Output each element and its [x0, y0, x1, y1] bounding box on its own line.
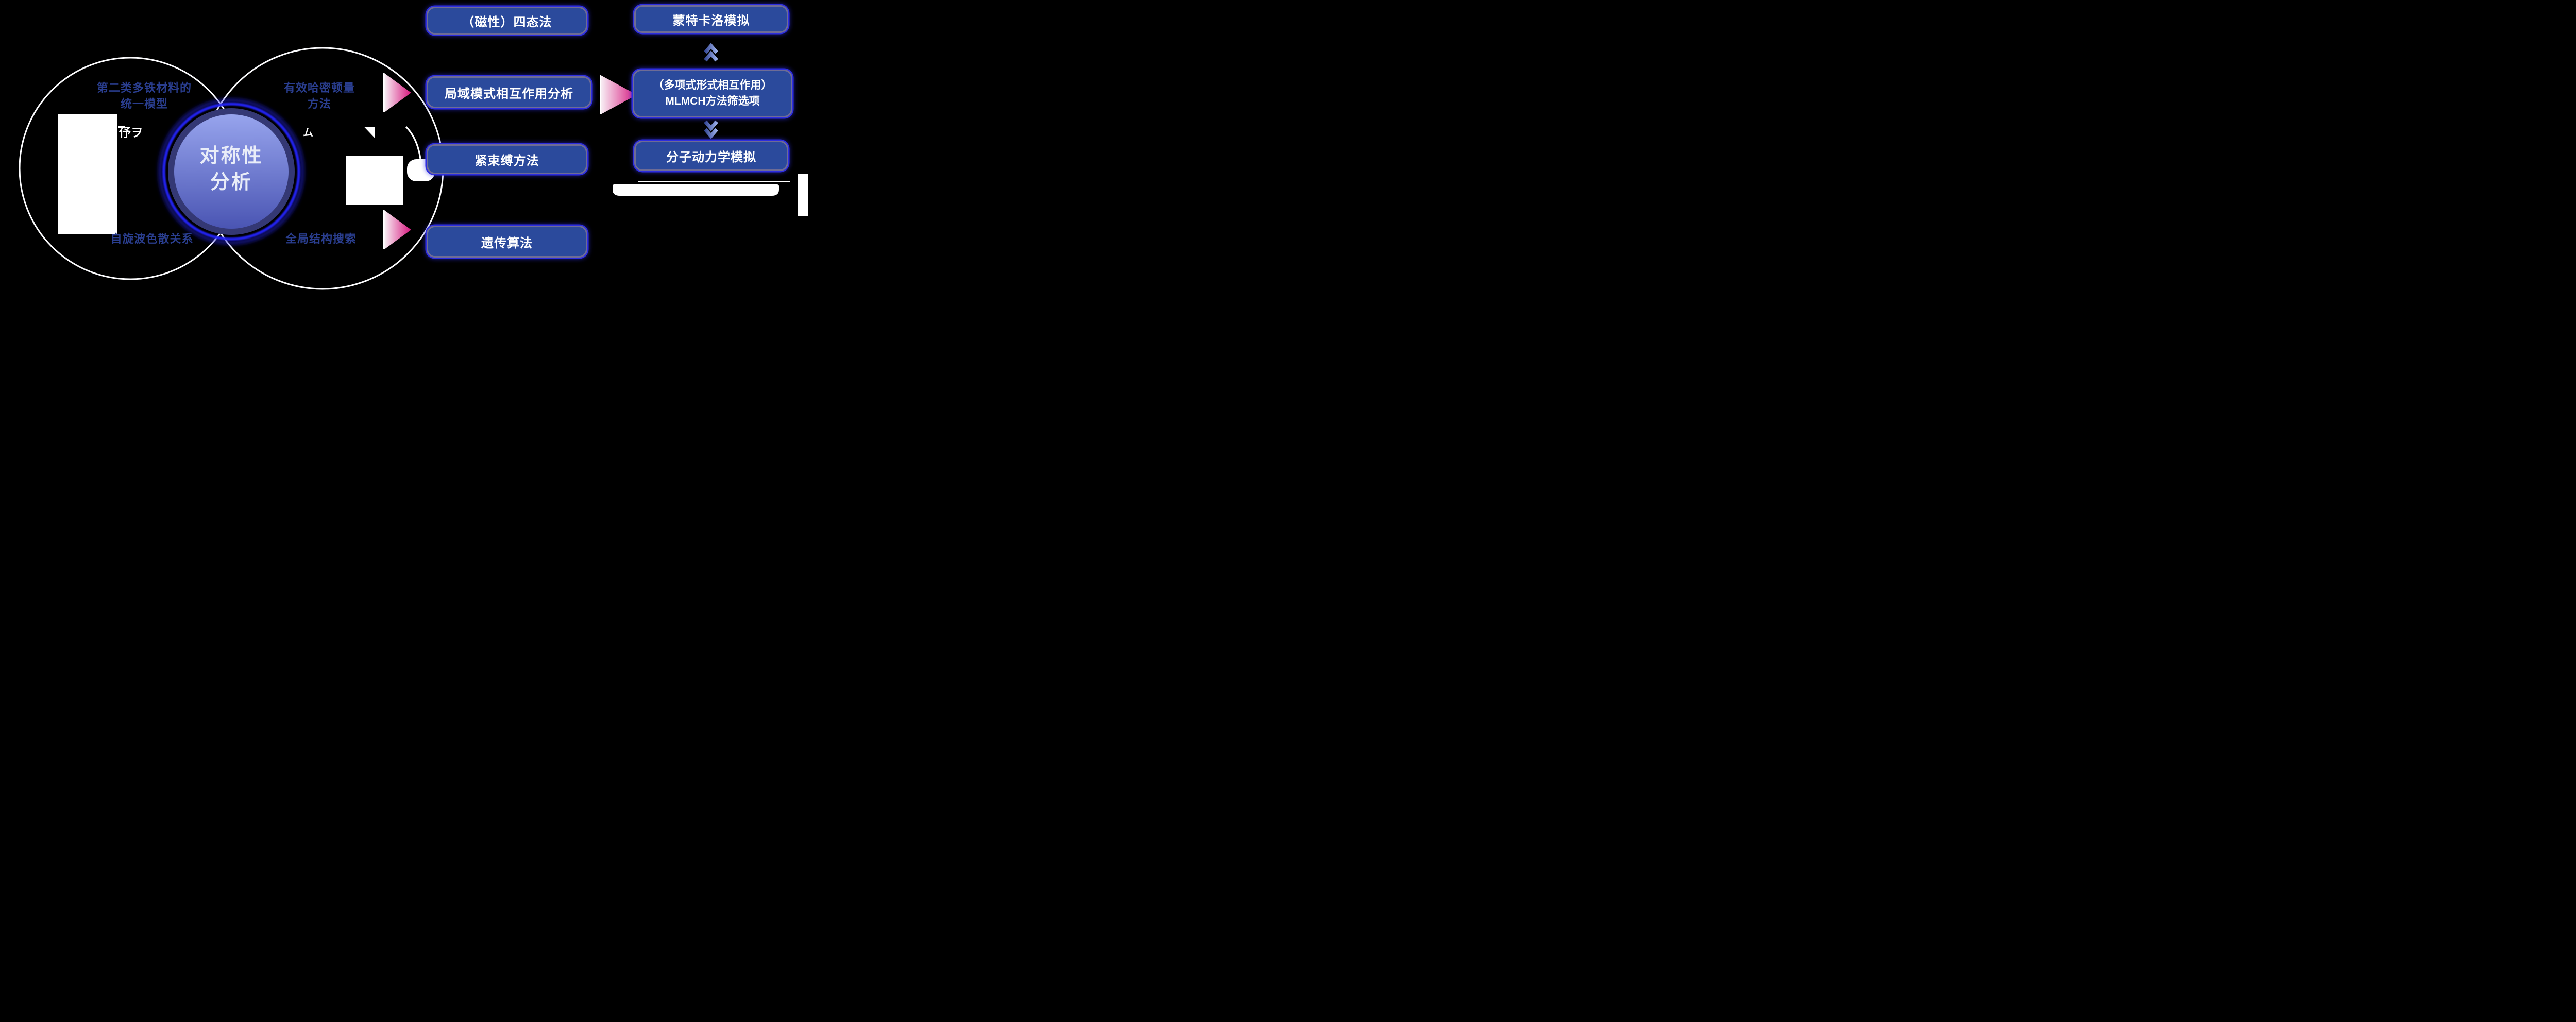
center-circle-ring — [162, 103, 300, 241]
box-mlmch-text: （多项式形式相互作用） MLMCH方法筛选项 — [653, 78, 772, 109]
box-molecular-dynamics-simulation: 分子动力学模拟 — [634, 141, 788, 171]
extra-arc-fragment — [405, 126, 421, 159]
label-line: 有效哈密顿量 — [283, 81, 355, 94]
white-bottom-bar — [613, 184, 779, 196]
label-line: （多项式形式相互作用） — [653, 79, 772, 92]
label-line: 方法 — [307, 97, 331, 110]
white-block-left — [58, 114, 117, 234]
arrow-right-icon — [600, 75, 637, 114]
label-line: MLMCH方法筛选项 — [665, 95, 760, 107]
box-monte-carlo-simulation: 蒙特卡洛模拟 — [634, 5, 788, 33]
white-edge-sliver — [798, 174, 808, 216]
box-mlmch-screening: （多项式形式相互作用） MLMCH方法筛选项 — [633, 70, 792, 117]
box-genetic-algorithm: 遗传算法 — [427, 226, 587, 258]
white-fragment-glyph: ム — [303, 127, 313, 139]
white-fragment-glyphs: 伃ヲ — [119, 126, 143, 139]
white-fragment-bar — [118, 126, 125, 128]
label-symmetry-analysis: 对称性 分析 — [172, 143, 291, 196]
center-circle-outer-glow — [158, 98, 305, 245]
slide-canvas: 第二类多铁材料的 统一模型 有效哈密顿量 方法 自旋波色散关系 全局结构搜索 对… — [0, 0, 808, 314]
label-spin-wave-dispersion: 自旋波色散关系 — [110, 232, 194, 245]
double-chevron-down-icon — [704, 120, 718, 139]
label-unified-model: 第二类多铁材料的 统一模型 — [57, 80, 232, 112]
box-magnetic-four-state-method: （磁性）四态法 — [427, 7, 587, 35]
box-tight-binding-method: 紧束缚方法 — [427, 144, 587, 174]
arrow-right-icon — [383, 73, 411, 112]
label-effective-hamiltonian: 有效哈密顿量 方法 — [258, 80, 381, 112]
label-line: 第二类多铁材料的 — [96, 81, 192, 94]
center-circle-disc — [174, 114, 289, 229]
diagram-background-svg — [19, 43, 808, 290]
white-wedge — [364, 127, 375, 138]
label-line: 对称性 — [199, 145, 263, 167]
white-block-middle — [346, 156, 403, 205]
double-chevron-up-icon — [704, 43, 718, 62]
arrow-right-icon — [383, 210, 411, 249]
box-local-mode-interaction-analysis: 局域模式相互作用分析 — [427, 76, 591, 108]
label-line: 统一模型 — [120, 97, 168, 110]
label-line: 分析 — [210, 172, 252, 193]
white-thin-line — [638, 181, 790, 182]
label-global-structure-search: 全局结构搜索 — [285, 232, 357, 245]
